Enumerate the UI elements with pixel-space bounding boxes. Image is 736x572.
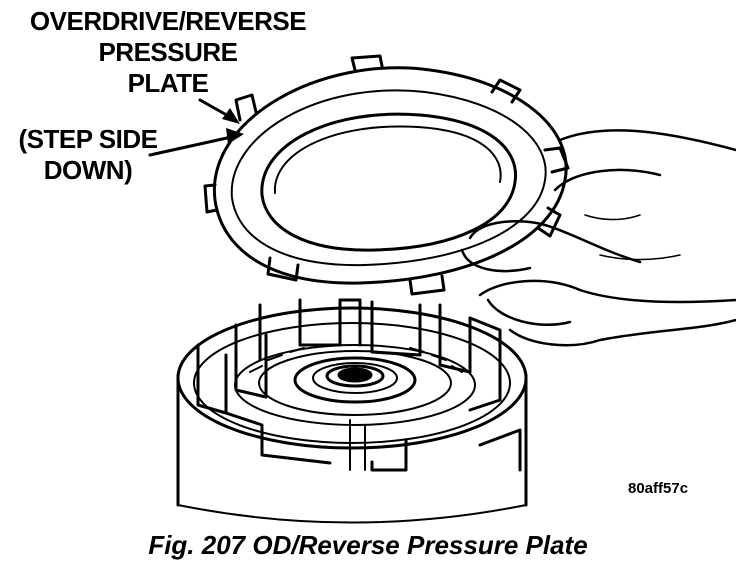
clutch-drum bbox=[176, 298, 528, 524]
label-line: DOWN) bbox=[43, 155, 133, 185]
leader-arrows bbox=[148, 98, 244, 157]
label-line: (STEP SIDE bbox=[18, 124, 158, 154]
label-od-reverse-pressure-plate: OVERDRIVE/REVERSE PRESSURE PLATE bbox=[8, 6, 328, 99]
label-line: PRESSURE bbox=[98, 37, 238, 67]
label-step-side-down: (STEP SIDE DOWN) bbox=[0, 124, 176, 186]
figure-caption: Fig. 207 OD/Reverse Pressure Plate bbox=[148, 530, 588, 560]
pressure-plate bbox=[203, 54, 570, 296]
hand bbox=[460, 129, 736, 347]
arrowhead-step bbox=[226, 128, 244, 144]
arrowhead-plate bbox=[222, 108, 240, 124]
label-line: OVERDRIVE/REVERSE bbox=[29, 6, 307, 36]
label-line: PLATE bbox=[127, 68, 209, 98]
figure-code: 80aff57c bbox=[628, 480, 689, 497]
